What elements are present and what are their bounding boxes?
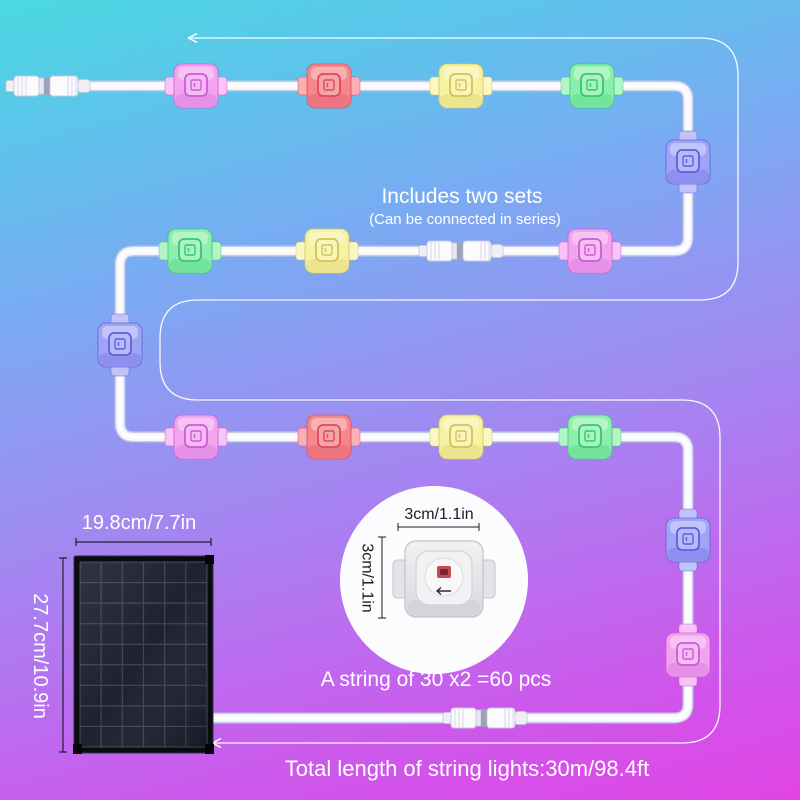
housing-shade <box>440 445 482 458</box>
led-chip <box>114 338 126 350</box>
total-length-label: Total length of string lights:30m/98.4ft <box>285 756 649 781</box>
led-lens <box>317 73 341 97</box>
led-lens <box>578 424 602 448</box>
panel-height-label: 27.7cm/10.9in <box>29 593 51 719</box>
led-lens <box>184 424 208 448</box>
light-module <box>560 63 624 109</box>
led-lens <box>178 238 202 262</box>
bulb-height-dimension-line <box>378 536 386 619</box>
light-module <box>164 63 228 109</box>
light-module <box>558 414 622 460</box>
panel-width-label: 19.8cm/7.7in <box>82 512 197 534</box>
light-module <box>297 414 361 460</box>
light-module <box>158 228 222 274</box>
led-chip <box>190 430 202 442</box>
led-chip <box>682 533 694 545</box>
led-lens <box>449 424 473 448</box>
led-lens <box>184 73 208 97</box>
led-lens <box>108 332 132 356</box>
housing-shade <box>306 259 348 272</box>
housing-shade <box>569 445 611 458</box>
housing-shade <box>99 353 141 366</box>
led-chip <box>190 79 202 91</box>
light-module <box>665 623 711 687</box>
bulb-detail-callout: 3cm/1.1in 3cm/1.1in <box>340 486 528 674</box>
bulb-width-label: 3cm/1.1in <box>404 506 473 523</box>
panel-height-dimension: 27.7cm/10.9in <box>29 557 67 753</box>
led-chip <box>323 430 335 442</box>
total-length-guide-line <box>159 37 739 744</box>
housing-shade <box>440 94 482 107</box>
led-lens <box>578 238 602 262</box>
light-module <box>295 228 359 274</box>
light-module <box>665 508 711 572</box>
led-chip <box>184 244 196 256</box>
housing-shade <box>308 94 350 107</box>
direction-arrow-icon <box>435 586 451 596</box>
panel-corner <box>73 744 82 754</box>
housing-shade <box>667 548 709 561</box>
led-chip <box>682 648 694 660</box>
bulb-width-dimension-line <box>397 523 480 531</box>
series-connector-icon <box>418 240 504 262</box>
led-chip <box>455 430 467 442</box>
panel-width-dimension-line <box>75 538 212 546</box>
solar-panel <box>73 555 214 754</box>
input-connector-icon <box>5 75 91 97</box>
led-chip <box>323 79 335 91</box>
housing-shade <box>175 445 217 458</box>
arrowhead-start-icon <box>186 32 198 44</box>
light-module <box>97 313 143 377</box>
led-lens <box>317 424 341 448</box>
led-lens <box>449 73 473 97</box>
led-lens <box>580 73 604 97</box>
led-lens <box>676 642 700 666</box>
panel-corner <box>205 555 214 564</box>
panel-corner <box>205 744 214 754</box>
led-lens <box>676 527 700 551</box>
housing-shade <box>667 663 709 676</box>
led-chip <box>682 155 694 167</box>
quantity-label: A string of 30 x2 =60 pcs <box>321 668 552 691</box>
light-module <box>429 63 493 109</box>
housing-shade <box>667 170 709 183</box>
led-chip <box>586 79 598 91</box>
light-module <box>558 228 622 274</box>
light-module <box>164 414 228 460</box>
led-chip <box>455 79 467 91</box>
led-chip <box>321 244 333 256</box>
light-module <box>665 130 711 194</box>
led-chip <box>584 430 596 442</box>
led-lens <box>676 149 700 173</box>
sets-title: Includes two sets <box>381 185 542 208</box>
led-lens <box>315 238 339 262</box>
housing-shade <box>169 259 211 272</box>
panel-connector-icon <box>442 707 528 729</box>
series-connection-note: (Can be connected in series) <box>369 211 561 228</box>
housing-shade <box>569 259 611 272</box>
housing-shade <box>571 94 613 107</box>
panel-width-dimension: 19.8cm/7.7in <box>75 512 212 546</box>
light-module <box>429 414 493 460</box>
housing-shade <box>308 445 350 458</box>
panel-height-dimension-line <box>59 557 67 753</box>
bulb-height-label: 3cm/1.1in <box>359 543 376 612</box>
led-chip <box>584 244 596 256</box>
light-modules <box>97 63 711 687</box>
light-module <box>297 63 361 109</box>
housing-shade <box>175 94 217 107</box>
light-module-closeup <box>392 540 496 618</box>
